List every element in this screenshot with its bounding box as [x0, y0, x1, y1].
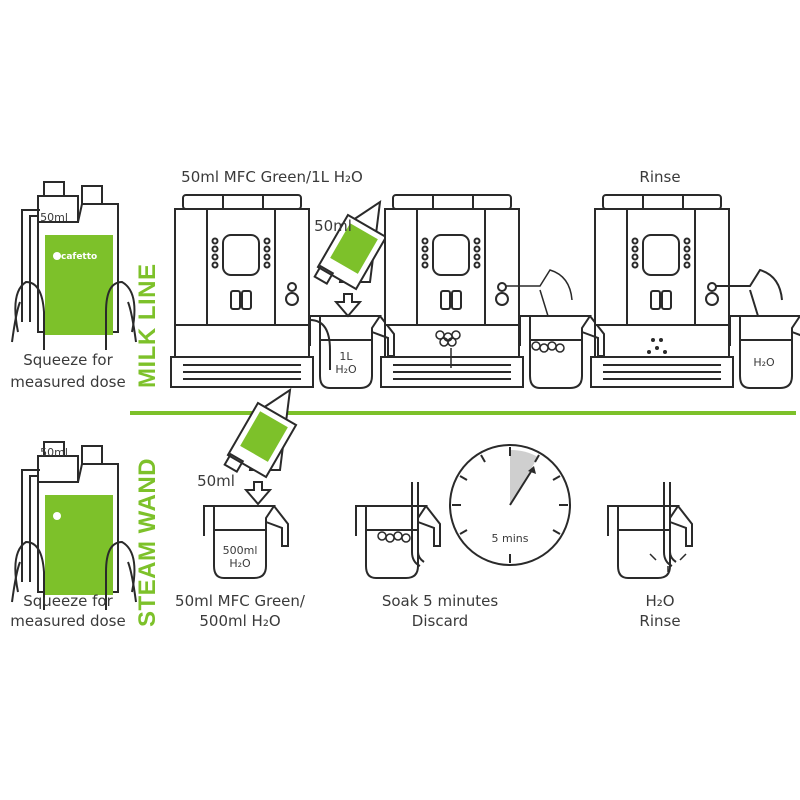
- bottle-caption-line2: measured dose: [10, 373, 126, 391]
- clock-label: 5 mins: [491, 532, 529, 545]
- section-label-steam-wand: STEAM WAND: [134, 458, 161, 627]
- clock-icon: [449, 444, 571, 566]
- soak-caption-line1: Soak 5 minutes: [381, 592, 499, 610]
- machine-3-illustration: [590, 194, 734, 388]
- bottle2-caption-line1: Squeeze for: [23, 592, 113, 610]
- pour-pack-icon-2: [223, 389, 298, 505]
- section-divider: [130, 411, 796, 415]
- bubbles-icon: [435, 330, 461, 368]
- steam-step1-caption-line2: 500ml H₂O: [199, 612, 281, 630]
- steam-step1-caption-line1: 50ml MFC Green/: [175, 592, 305, 610]
- machine-2-illustration: [380, 194, 524, 388]
- milk-line-bottle-illustration: [11, 181, 137, 351]
- jug-500-line1: 500ml: [222, 544, 258, 557]
- jug-3-illustration: [729, 315, 800, 389]
- section-label-milk-line: MILK LINE: [134, 263, 161, 389]
- machine-1-illustration: [170, 194, 314, 388]
- rinse-caption: Rinse: [639, 168, 681, 186]
- pour-label-2: 50ml: [197, 472, 235, 490]
- bottle2-caption-line2: measured dose: [10, 612, 126, 630]
- brand-logo-2: cafetto: [61, 487, 98, 497]
- step1-caption: 50ml MFC Green/1L H₂O: [181, 168, 363, 186]
- rinse2-caption-line1: H₂O: [645, 592, 675, 610]
- bottle-caption-line1: Squeeze for: [23, 351, 113, 369]
- soak-jug-illustration: [355, 505, 441, 579]
- steam-wand-bottle-illustration: [11, 441, 137, 611]
- rinse2-caption-line2: Rinse: [639, 612, 681, 630]
- rinse-jug-label: H₂O: [753, 356, 775, 369]
- dose-label-2: 50ml: [40, 446, 68, 459]
- soak-caption-line2: Discard: [411, 612, 469, 630]
- pour-label: 50ml: [314, 217, 352, 235]
- jug-label-line2: H₂O: [335, 363, 357, 376]
- brand-logo: cafetto: [61, 252, 98, 262]
- drops-icon: [647, 338, 667, 354]
- rinse-jug-illustration: [607, 505, 693, 579]
- jug-500-line2: H₂O: [229, 557, 251, 570]
- dose-label: 50ml: [40, 211, 68, 224]
- jug-label-line1: 1L: [339, 350, 353, 363]
